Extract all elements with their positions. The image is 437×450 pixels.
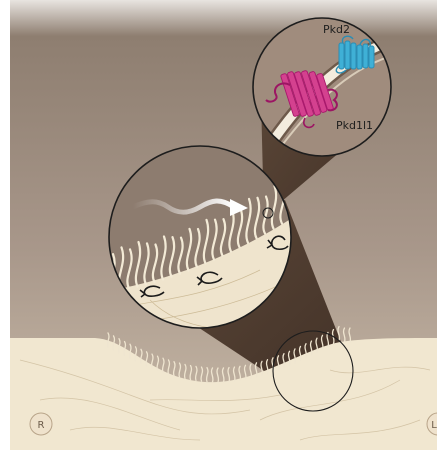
pkd2-label: Pkd2 bbox=[323, 23, 350, 36]
marker-r-text: R bbox=[38, 420, 45, 431]
marker-l-text: L bbox=[431, 420, 437, 431]
pkd1l1-label: Pkd1l1 bbox=[336, 119, 373, 132]
left-right-marker-r: R bbox=[30, 413, 52, 435]
